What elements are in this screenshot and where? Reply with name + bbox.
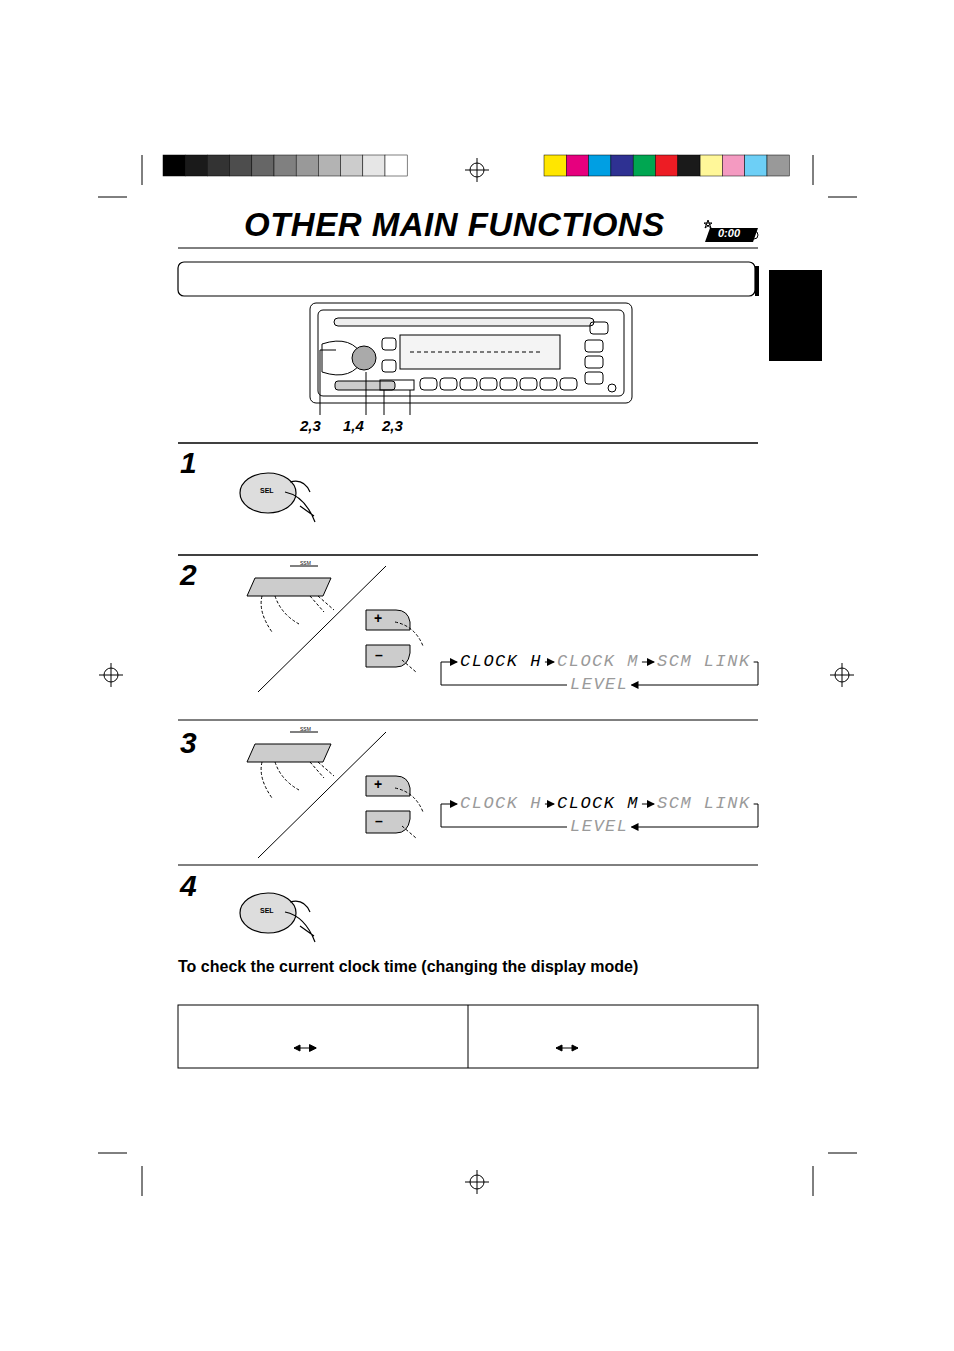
- button-symbol: –: [375, 814, 383, 829]
- lcd-display-item: SCM LINK: [655, 652, 753, 672]
- lcd-display-item: CLOCK M: [555, 794, 641, 814]
- callout-number: 1,4: [343, 418, 364, 435]
- button-symbol: +: [374, 777, 382, 792]
- button-label: SEL: [260, 907, 274, 915]
- callout-number: 2,3: [300, 418, 321, 435]
- lcd-text: SCM LINK: [655, 794, 753, 814]
- lcd-display-item: SCM LINK: [655, 794, 753, 814]
- cycle-arrow: [642, 662, 654, 663]
- lcd-display-item: CLOCK H: [458, 794, 544, 814]
- lcd-display-item: CLOCK H: [458, 652, 544, 672]
- button-symbol: –: [375, 648, 383, 663]
- page-title: OTHER MAIN FUNCTIONS: [244, 206, 665, 244]
- cycle-arrow: [545, 662, 554, 663]
- cycle-arrow: [642, 804, 654, 805]
- lcd-text: CLOCK M: [555, 794, 641, 814]
- lcd-text: LEVEL: [568, 817, 631, 837]
- lcd-display-item: CLOCK M: [555, 652, 641, 672]
- lcd-text: SCM LINK: [655, 652, 753, 672]
- callout-number: 2,3: [382, 418, 403, 435]
- button-label: SEL: [260, 487, 274, 495]
- step-number: 4: [180, 869, 197, 902]
- section-heading: To check the current clock time (changin…: [178, 958, 638, 976]
- lcd-display-item: LEVEL: [568, 817, 631, 837]
- lcd-text: CLOCK H: [458, 652, 544, 672]
- lcd-display-item: LEVEL: [568, 675, 631, 695]
- cycle-arrow: [545, 804, 554, 805]
- button-label: SSM: [300, 561, 311, 567]
- button-label: SSM: [300, 727, 311, 733]
- button-symbol: +: [374, 611, 382, 626]
- lcd-text: LEVEL: [568, 675, 631, 695]
- step-number: 1: [180, 446, 197, 479]
- clock-icon-text: 0:00: [718, 227, 740, 239]
- step-number: 2: [180, 558, 197, 591]
- lcd-text: CLOCK H: [458, 794, 544, 814]
- lcd-text: CLOCK M: [555, 652, 641, 672]
- step-number: 3: [180, 726, 197, 759]
